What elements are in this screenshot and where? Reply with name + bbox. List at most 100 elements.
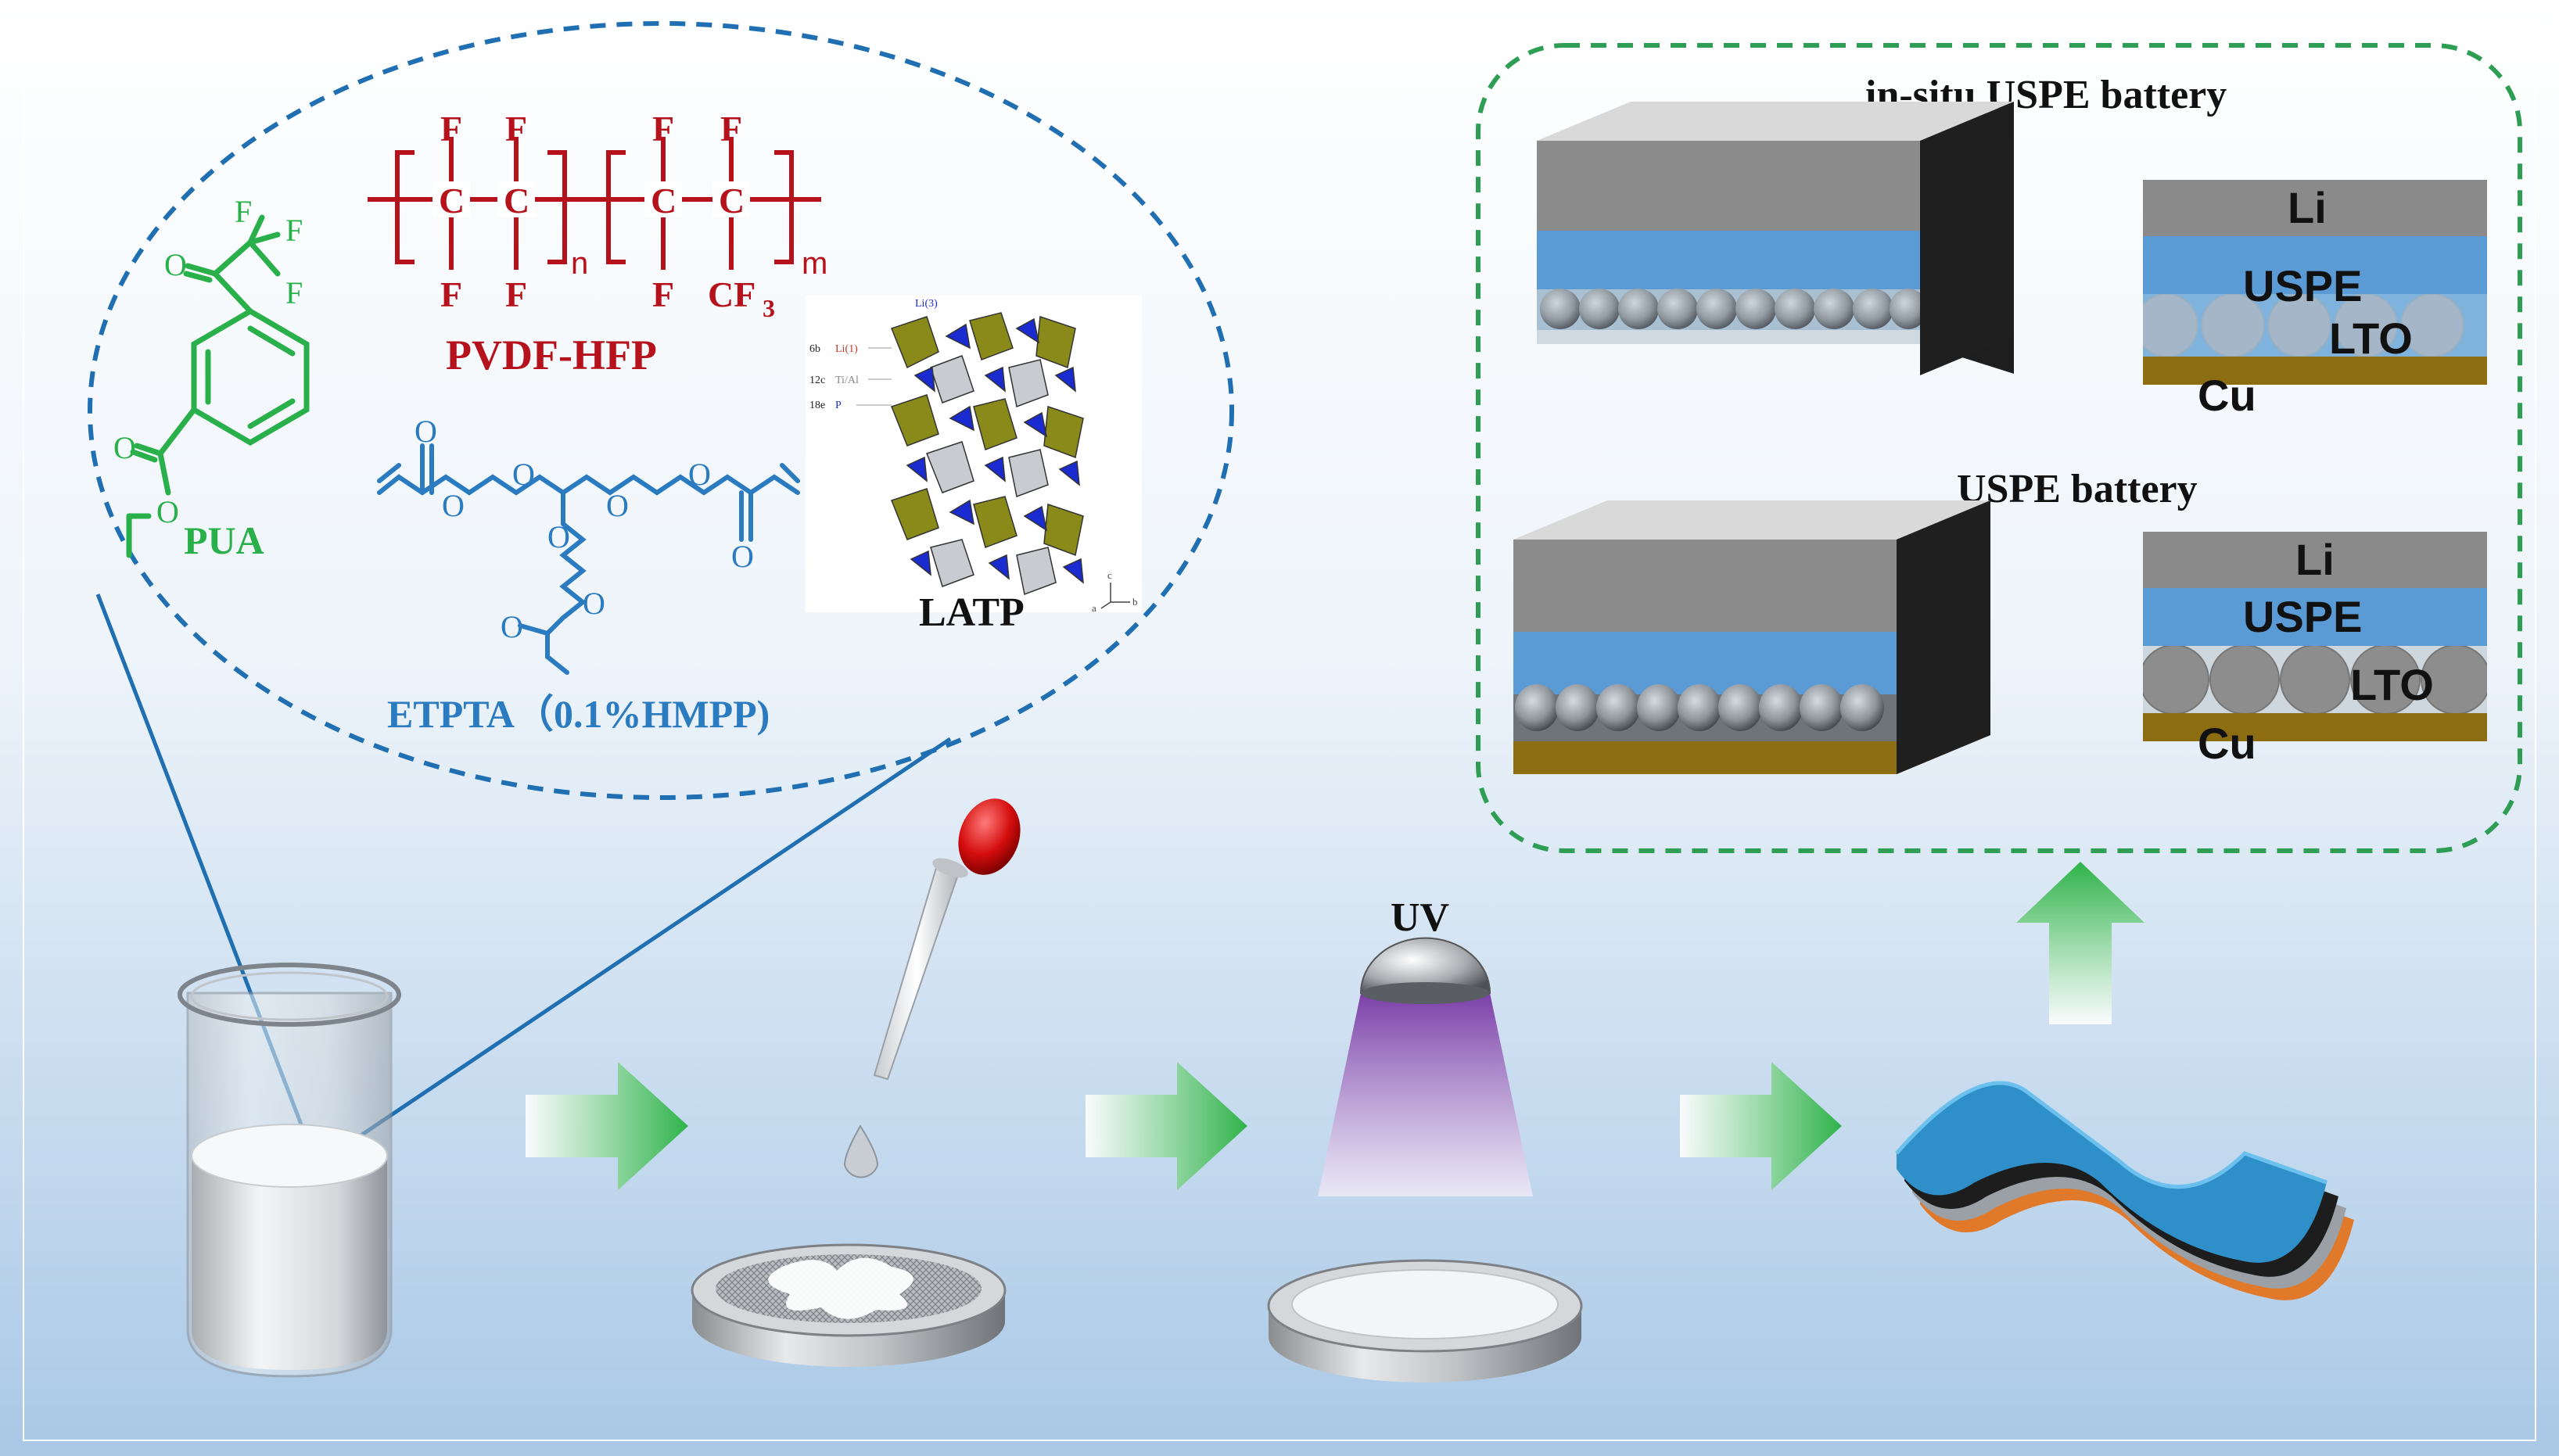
uspe-uspe-label: USPE (2243, 592, 2363, 641)
pvdf-atoms: C C C C F F F F F F F CF 3 (432, 109, 775, 322)
pvdf-f-top4: F (720, 109, 742, 149)
etpta-o2: O (442, 488, 465, 523)
pua-label: PUA (184, 518, 264, 562)
pvdf-f-bot1: F (440, 274, 462, 314)
uspe-uspe-layer (2143, 588, 2487, 646)
process-arrow-up (2016, 862, 2144, 1024)
insitu-li-layer (2143, 180, 2487, 236)
pua-f3: F (285, 275, 303, 310)
coin-cell-1 (691, 1243, 1007, 1367)
pvdf-sub-n: n (571, 246, 588, 281)
frame (23, 23, 2536, 1441)
latp-axis-c: c (1107, 569, 1112, 581)
pvdf-f-top3: F (652, 109, 674, 149)
uv-label: UV (1391, 895, 1449, 940)
uspe-block (1513, 500, 1990, 774)
beaker-rim-inner (190, 971, 389, 1021)
latp-axis-a: a (1092, 602, 1096, 614)
process-arrow-1 (526, 1062, 688, 1190)
pvdf-c2: C (504, 181, 529, 221)
pvdf-c1: C (439, 181, 465, 221)
pvdf-c4: C (719, 181, 745, 221)
uspe-cu-label: Cu (2198, 719, 2256, 768)
materials-ellipse (88, 21, 1234, 800)
etpta-o7: O (547, 519, 570, 554)
insitu-spheres (1540, 289, 1927, 329)
etpta-o8: O (501, 609, 523, 644)
pvdf-sub-m: m (802, 246, 827, 281)
insitu-uspe-label: USPE (2243, 261, 2363, 310)
latp-crystal: 6b Li(1) 12c Ti/Al 18e P Li(3) (806, 296, 1142, 635)
pvdf-label: PVDF-HFP (446, 332, 657, 378)
beaker (178, 963, 401, 1378)
etpta-label: ETPTA（0.1%HMPP) (387, 692, 770, 736)
insitu-cross-section: Li USPE LTO Cu (2143, 180, 2487, 420)
pua-o1: O (164, 247, 187, 282)
etpta-atoms: O O O O O O O O O (415, 414, 754, 644)
coin-cell-2 (1267, 1259, 1583, 1382)
pvdf-f-bot2: F (505, 274, 527, 314)
latp-axis-b: b (1132, 596, 1138, 608)
pipette (843, 798, 1021, 1178)
latp-species-3: P (835, 400, 842, 411)
pipette-droplet (843, 1124, 879, 1178)
etpta-o6: O (731, 539, 754, 574)
etpta-o5: O (688, 457, 711, 492)
latp-panel (806, 296, 1142, 612)
insitu-cu-layer (2143, 357, 2487, 385)
pua-o3: O (156, 494, 179, 529)
etpta-molecule (377, 443, 800, 675)
pvdf-f-bot3: F (652, 274, 674, 314)
latp-species-1: Li(1) (835, 343, 858, 355)
pvdf-f-top1: F (440, 109, 462, 149)
pvdf-cf3-sub: 3 (763, 294, 775, 322)
latp-site-2: 12c (809, 375, 825, 386)
pipette-collar (932, 858, 968, 878)
pvdf-c3: C (651, 181, 677, 221)
uspe-cross-section: Li USPE LTO Cu (2143, 532, 2487, 768)
latp-top-site: Li(3) (915, 298, 938, 310)
insitu-li-label: Li (2288, 183, 2327, 232)
insitu-cu-label: Cu (2198, 371, 2256, 420)
uspe-li-layer (2143, 532, 2487, 588)
uv-lamp (1359, 937, 1491, 994)
pvdf-f-top2: F (505, 109, 527, 149)
beaker-liquid (192, 1149, 387, 1370)
flexible-film (1895, 1081, 2354, 1300)
etpta-o1: O (415, 414, 437, 449)
uv-station: UV (1318, 895, 1533, 1196)
uspe-title: USPE battery (1957, 467, 2198, 511)
pua-f2: F (285, 213, 303, 248)
latp-legend: 6b Li(1) 12c Ti/Al 18e P Li(3) (809, 298, 938, 411)
pvdf-cf3: CF (708, 274, 755, 314)
etpta-o9: O (583, 586, 605, 621)
uspe-spheres (1515, 684, 1884, 731)
latp-label: LATP (919, 590, 1025, 635)
pipette-bulb (958, 798, 1021, 875)
beaker-liquid-surface (191, 1124, 388, 1188)
pua-molecule (126, 214, 310, 558)
latp-site-1: 6b (809, 343, 820, 355)
insitu-uspe-layer (2143, 236, 2487, 294)
etpta-o4: O (606, 488, 629, 523)
insitu-lto-label: LTO (2329, 314, 2413, 363)
latp-axes: a b c (1092, 569, 1138, 614)
etpta-o3: O (512, 457, 535, 492)
process-arrow-2 (1086, 1062, 1247, 1190)
uspe-cu-layer (2143, 713, 2487, 741)
pua-o2: O (113, 430, 136, 465)
beaker-rim (178, 963, 401, 1027)
callout-line-right (315, 737, 952, 1167)
coin-cell-1-spread (768, 1257, 913, 1319)
latp-species-2: Ti/Al (835, 375, 859, 386)
pua-f1: F (235, 194, 252, 229)
insitu-block (1537, 102, 2014, 375)
latp-polyhedra (891, 312, 1084, 596)
battery-panel (1476, 43, 2522, 853)
uspe-li-label: Li (2295, 535, 2335, 584)
latp-site-3: 18e (809, 400, 825, 411)
process-arrow-3 (1680, 1062, 1842, 1190)
uv-beam (1318, 993, 1533, 1196)
uspe-lto-label: LTO (2350, 660, 2434, 709)
